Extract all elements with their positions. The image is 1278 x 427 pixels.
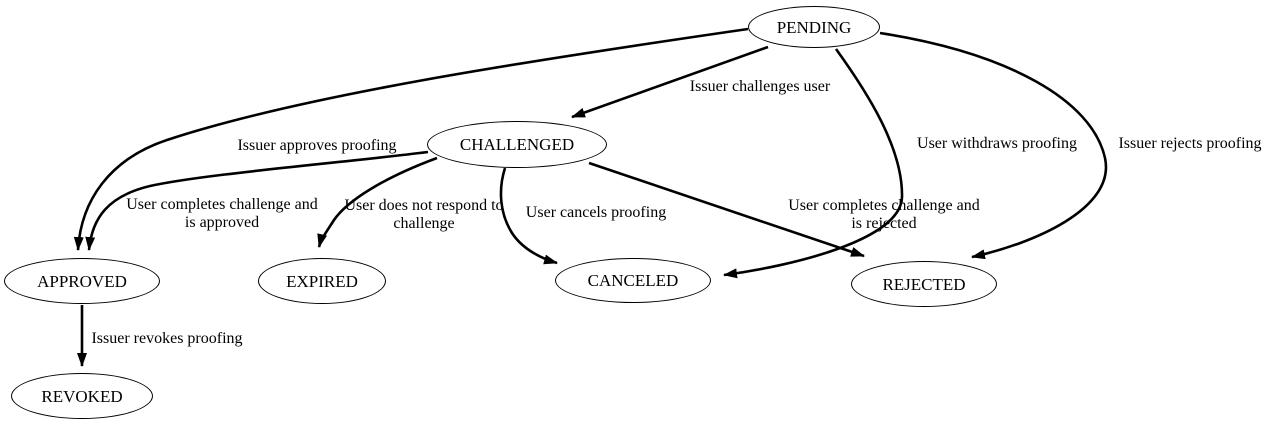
edge-challenged-approved — [85, 150, 429, 251]
edge-label-user-withdraws-proofing: User withdraws proofing — [917, 135, 1077, 152]
edge-pending-challenged — [571, 45, 769, 119]
edge-label-completes-challenge-approved: User completes challenge and is approved — [126, 196, 318, 231]
edge-challenged-rejected — [588, 161, 865, 258]
edge-challenged-canceled — [499, 167, 558, 265]
edge-label-issuer-challenges-user: Issuer challenges user — [689, 78, 831, 95]
edge-pending-approved — [73, 27, 749, 251]
state-node-expired: EXPIRED — [258, 258, 386, 304]
edge-label-does-not-respond: User does not respond to challenge — [344, 197, 504, 232]
state-node-rejected: REJECTED — [851, 261, 997, 307]
edge-label-completes-challenge-rejected: User completes challenge and is rejected — [788, 197, 980, 232]
edge-label-user-cancels-proofing: User cancels proofing — [525, 204, 667, 221]
edge-pending-rejected — [879, 31, 1108, 260]
edge-label-issuer-revokes-proofing: Issuer revokes proofing — [91, 330, 243, 347]
edge-label-issuer-approves-proofing: Issuer approves proofing — [237, 137, 397, 154]
edge-pending-canceled — [723, 48, 904, 279]
state-node-approved: APPROVED — [4, 258, 160, 304]
state-node-pending: PENDING — [748, 6, 880, 48]
state-node-challenged: CHALLENGED — [427, 121, 607, 168]
state-node-revoked: REVOKED — [11, 373, 153, 419]
state-node-canceled: CANCELED — [555, 258, 711, 303]
edge-label-issuer-rejects-proofing: Issuer rejects proofing — [1118, 135, 1262, 152]
edge-challenged-expired — [317, 156, 438, 248]
